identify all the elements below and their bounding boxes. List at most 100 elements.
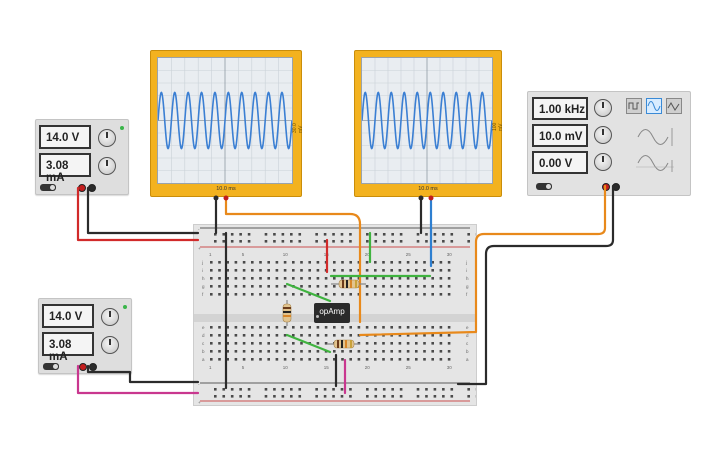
breadboard-hole [214,395,217,398]
breadboard-hole [210,358,213,361]
breadboard-hole [315,233,318,236]
breadboard-hole [374,342,377,345]
breadboard-hole [340,233,344,236]
breadboard-hole [406,342,410,345]
breadboard-hole [447,269,451,272]
breadboard-hole [292,326,295,329]
breadboard-hole [222,388,226,391]
breadboard-hole [251,285,254,288]
breadboard-hole [374,261,377,264]
power-switch[interactable] [43,363,59,370]
breadboard-hole [374,293,377,296]
current-knob[interactable] [101,336,119,354]
breadboard-hole [340,395,344,398]
negative-terminal[interactable] [88,184,96,192]
breadboard-hole [439,285,443,288]
breadboard-hole [406,358,410,361]
breadboard-hole [365,293,369,296]
column-number: 30 [447,365,453,370]
ground-terminal[interactable] [612,183,620,191]
breadboard-hole [300,269,303,272]
function-generator[interactable]: 1.00 kHz 10.0 mV 0.00 V [527,91,691,196]
breadboard-hole [332,395,335,398]
breadboard-hole [390,334,393,337]
breadboard-hole [341,326,344,329]
breadboard-hole [382,326,385,329]
breadboard-hole [423,350,426,353]
breadboard-hole [300,285,303,288]
breadboard-hole [390,269,393,272]
breadboard-hole [316,269,320,272]
oscilloscope-right[interactable]: 10.0 ms 100 mV [354,50,504,197]
oscilloscope-right-trace [362,91,492,150]
oscilloscope-left[interactable]: 10.0 ms 30.0 mV [150,50,304,197]
breadboard-hole [292,350,295,353]
breadboard-hole [251,334,254,337]
row-letter: e [202,325,205,330]
rail-sign: - [198,382,200,387]
voltage-knob[interactable] [101,308,119,326]
positive-terminal[interactable] [78,184,86,192]
breadboard-hole [218,334,221,337]
breadboard-hole [423,269,426,272]
breadboard-hole [300,334,303,337]
breadboard-hole [431,358,434,361]
breadboard-hole [423,277,426,280]
oscilloscope-left-timebase: 10.0 ms [216,186,236,192]
breadboard-hole [365,277,369,280]
breadboard-hole [300,358,303,361]
breadboard-hole [275,293,279,296]
breadboard-hole [431,285,434,288]
breadboard-hole [433,233,437,236]
row-letter: g [466,284,469,289]
breadboard-hole [292,269,295,272]
power-switch[interactable] [40,184,56,191]
breadboard-hole [390,350,393,353]
current-knob[interactable] [98,157,116,175]
offset-knob[interactable] [594,153,612,171]
square-wave-button[interactable] [626,98,642,114]
breadboard-hole [275,334,279,337]
breadboard-hole [341,261,344,264]
breadboard-hole [308,342,311,345]
positive-terminal[interactable] [79,363,87,371]
opamp-chip[interactable]: opAmp [314,303,350,323]
breadboard-hole [234,358,238,361]
breadboard-hole [234,261,238,264]
breadboard-hole [292,342,295,345]
breadboard-hole [239,395,242,398]
triangle-wave-button[interactable] [666,98,682,114]
breadboard-hole [382,240,386,243]
breadboard-hole [357,358,361,361]
breadboard-hole [374,240,378,243]
power-switch[interactable] [536,183,552,190]
breadboard-hole [333,326,336,329]
breadboard-hole [357,326,361,329]
negative-terminal[interactable] [89,363,97,371]
breadboard-hole [283,342,287,345]
amplitude-knob[interactable] [594,126,612,144]
breadboard-hole [267,277,270,280]
voltage-knob[interactable] [98,129,116,147]
frequency-knob[interactable] [594,99,612,117]
breadboard-hole [399,388,403,391]
breadboard-hole [382,285,385,288]
breadboard-hole [439,293,443,296]
column-number: 1 [209,365,212,370]
breadboard-hole [431,269,434,272]
breadboard-hole [374,334,377,337]
power-supply-top[interactable]: 14.0 V 3.08 mA [35,119,129,195]
sine-wave-button[interactable] [646,98,662,114]
breadboard-hole [242,285,246,288]
breadboard-hole [423,293,426,296]
breadboard-hole [259,285,262,288]
positive-terminal[interactable] [602,183,610,191]
breadboard-hole [399,395,403,398]
power-supply-bottom[interactable]: 14.0 V 3.08 mA [38,298,132,374]
breadboard-hole [406,350,410,353]
breadboard-hole [332,233,335,236]
row-letter: e [466,325,469,330]
breadboard-hole [382,395,386,398]
breadboard-hole [239,388,242,391]
breadboard-hole [416,395,420,398]
